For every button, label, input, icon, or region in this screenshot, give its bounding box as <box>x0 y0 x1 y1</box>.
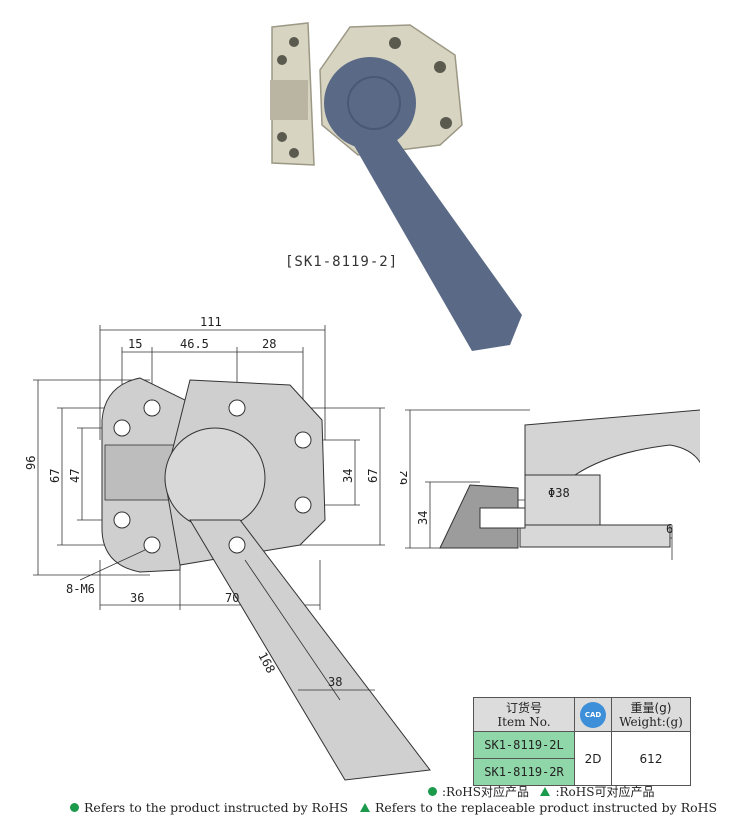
rohs-triangle-icon <box>359 803 370 812</box>
dim-left-outer: 67 <box>48 469 62 483</box>
table-row-item: SK1-8119-2L <box>473 731 575 759</box>
header-weight: 重量(g) Weight:(g) <box>611 697 691 732</box>
dim-hole-offset: 15 <box>128 337 142 351</box>
rohs-note-en: Refers to the product instructed by RoHS… <box>70 800 717 815</box>
header-item-no: 订货号 Item No. <box>473 697 575 732</box>
rohs-dot-icon <box>70 803 79 812</box>
table-row-item: SK1-8119-2R <box>473 758 575 786</box>
side-dim-height-total: 62 <box>400 471 410 485</box>
rohs-note-cn: :RoHS对应产品 :RoHS可对应产品 <box>428 783 654 800</box>
cad-icon: CAD <box>580 701 606 728</box>
side-dim-thickness: 6 <box>666 522 673 536</box>
cad-value: 2D <box>574 731 612 786</box>
side-dim-diameter: Φ38 <box>548 486 570 500</box>
side-dim-height-base: 34 <box>416 511 430 525</box>
dim-right-outer: 67 <box>366 469 380 483</box>
rohs-triangle-icon <box>540 787 551 796</box>
product-photo <box>270 22 522 351</box>
dim-right-inner: 34 <box>341 469 355 483</box>
front-view-drawing: 111 15 46.5 28 96 67 47 34 67 8-M6 36 70… <box>24 315 431 781</box>
dim-body-offset: 28 <box>262 337 276 351</box>
weight-value: 612 <box>611 731 691 786</box>
dim-height-overall: 96 <box>24 456 38 470</box>
side-view-drawing: 62 34 Φ38 6 <box>400 409 700 560</box>
dim-screw: 8-M6 <box>66 582 95 596</box>
dim-hole-spacing-x: 46.5 <box>180 337 209 351</box>
dim-overall-width: 111 <box>200 315 222 329</box>
order-table: 订货号 Item No. CAD 重量(g) Weight:(g) SK1-81… <box>473 697 691 786</box>
header-cad: CAD <box>574 697 612 732</box>
dim-left-inner: 47 <box>68 469 82 483</box>
model-label: [SK1-8119-2] <box>285 254 399 270</box>
dim-bottom-center: 70 <box>225 591 239 605</box>
dim-handle-width: 38 <box>328 675 342 689</box>
dim-bottom-left: 36 <box>130 591 144 605</box>
rohs-dot-icon <box>428 787 437 796</box>
